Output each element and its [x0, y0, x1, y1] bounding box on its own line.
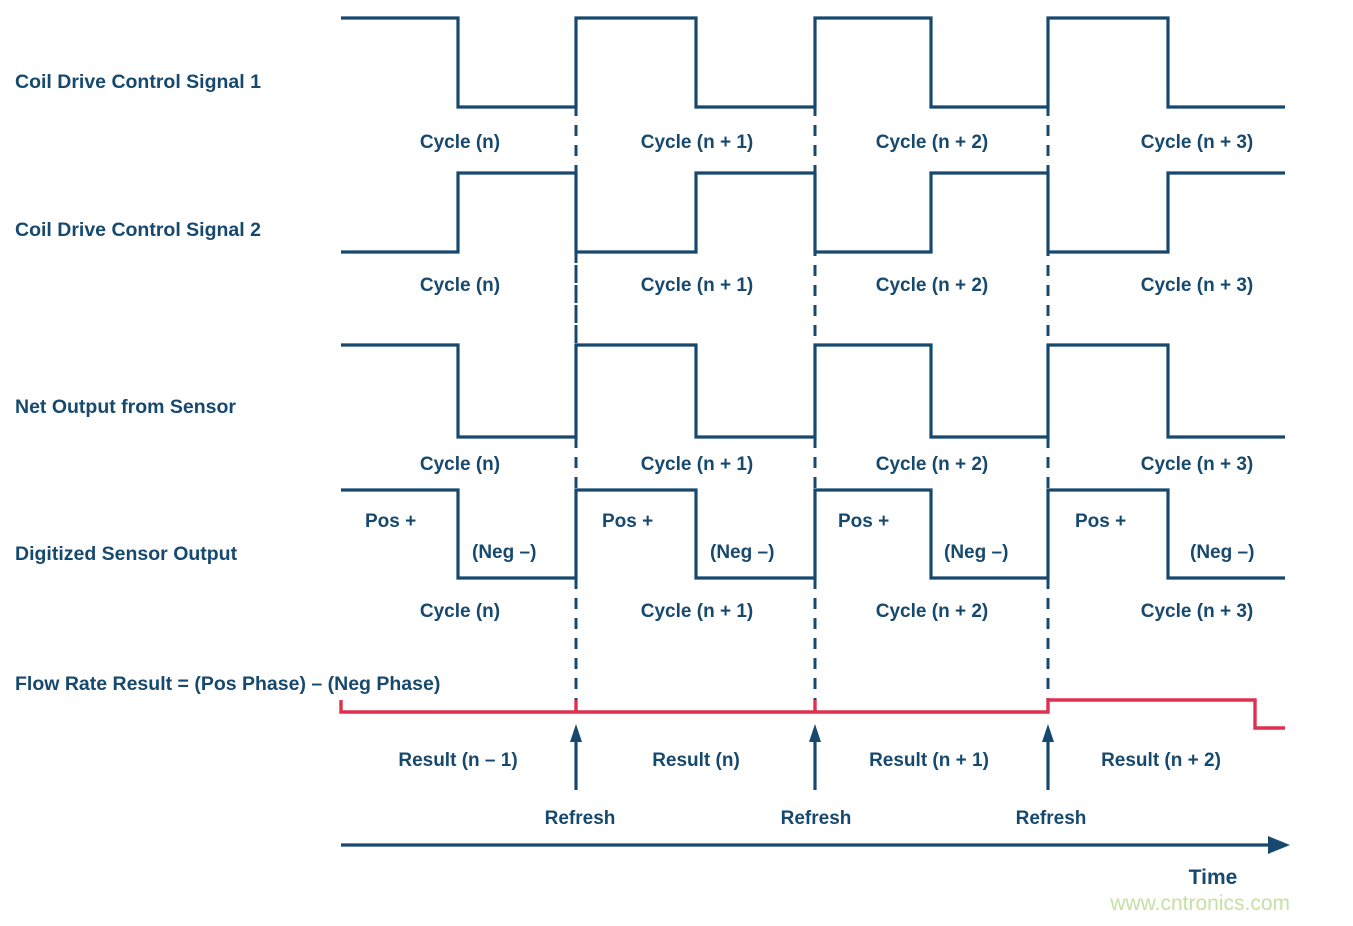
phase-label-neg-0: (Neg –) [472, 542, 536, 563]
cycle-label-row4-0: Cycle (n) [420, 601, 500, 622]
refresh-label-1: Refresh [781, 808, 852, 829]
waveform-digitized-sensor-output [341, 488, 1285, 580]
refresh-marker-1 [570, 724, 582, 790]
cycle-label-row1-2: Cycle (n + 2) [876, 132, 988, 153]
cycle-label-row2-1: Cycle (n + 1) [641, 275, 753, 296]
refresh-marker-3 [1042, 724, 1054, 790]
phase-label-neg-3: (Neg –) [1190, 542, 1254, 563]
phase-label-neg-1: (Neg –) [710, 542, 774, 563]
cycle-label-row2-2: Cycle (n + 2) [876, 275, 988, 296]
cycle-label-row1-3: Cycle (n + 3) [1141, 132, 1253, 153]
time-axis-arrow-head [1268, 836, 1290, 854]
result-label-0: Result (n – 1) [398, 750, 517, 771]
watermark-text: www.cntronics.com [1109, 892, 1290, 915]
waveform-coil-drive-control-signal-1 [341, 16, 1285, 109]
cycle-label-row3-3: Cycle (n + 3) [1141, 454, 1253, 475]
time-axis [341, 836, 1290, 854]
cycle-label-row2-3: Cycle (n + 3) [1141, 275, 1253, 296]
cycle-label-row3-0: Cycle (n) [420, 454, 500, 475]
cycle-label-row1-0: Cycle (n) [420, 132, 500, 153]
refresh-arrow-head-1 [570, 724, 582, 742]
result-label-2: Result (n + 1) [869, 750, 989, 771]
phase-label-neg-2: (Neg –) [944, 542, 1008, 563]
row-label-coil-drive-control-signal-1: Coil Drive Control Signal 1 [15, 71, 261, 93]
cycle-label-row4-3: Cycle (n + 3) [1141, 601, 1253, 622]
cycle-label-row2-0: Cycle (n) [420, 275, 500, 296]
cycle-label-row3-1: Cycle (n + 1) [641, 454, 753, 475]
result-label-3: Result (n + 2) [1101, 750, 1221, 771]
time-axis-label: Time [1189, 866, 1238, 889]
waveform-coil-drive-control-signal-2 [341, 171, 1285, 254]
waveform-flow-rate-result [339, 698, 1285, 730]
refresh-label-0: Refresh [545, 808, 616, 829]
refresh-label-2: Refresh [1016, 808, 1087, 829]
row-label-net-output-from-sensor: Net Output from Sensor [15, 396, 236, 418]
phase-label-pos-3: Pos + [1075, 511, 1126, 532]
cycle-label-row3-2: Cycle (n + 2) [876, 454, 988, 475]
cycle-label-row4-1: Cycle (n + 1) [641, 601, 753, 622]
row-label-digitized-sensor-output: Digitized Sensor Output [15, 543, 238, 565]
refresh-arrow-head-2 [809, 724, 821, 742]
refresh-arrow-head-3 [1042, 724, 1054, 742]
cycle-label-row1-1: Cycle (n + 1) [641, 132, 753, 153]
row-label-coil-drive-control-signal-2: Coil Drive Control Signal 2 [15, 219, 261, 241]
phase-label-pos-0: Pos + [365, 511, 416, 532]
phase-label-pos-2: Pos + [838, 511, 889, 532]
row-label-flow-rate-result: Flow Rate Result = (Pos Phase) – (Neg Ph… [15, 673, 440, 695]
waveform-net-output-from-sensor [341, 343, 1285, 439]
result-label-1: Result (n) [652, 750, 740, 771]
cycle-label-row4-2: Cycle (n + 2) [876, 601, 988, 622]
refresh-marker-2 [809, 724, 821, 790]
phase-label-pos-1: Pos + [602, 511, 653, 532]
